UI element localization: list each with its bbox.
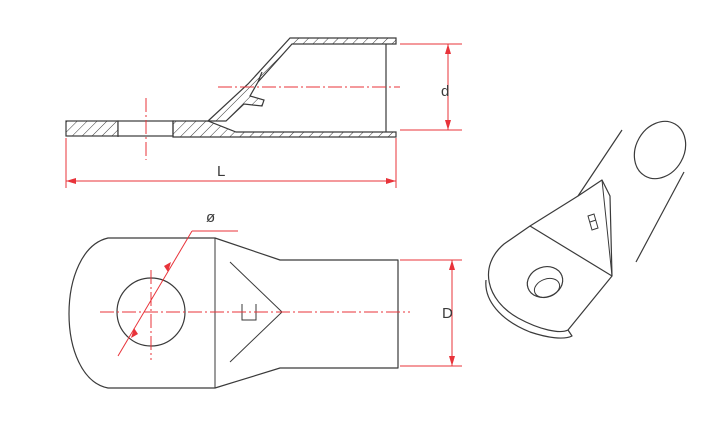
barrel-inner	[257, 44, 387, 132]
dimension-d: d	[400, 43, 462, 131]
palm-thickness	[485, 279, 573, 339]
dimension-hole-diameter: ø	[117, 209, 238, 357]
palm-hole-iso-inner	[533, 277, 561, 299]
hole-diameter-label: ø	[206, 209, 215, 226]
neck-edge	[601, 179, 613, 277]
section-view: d L	[65, 37, 462, 188]
barrel-end-ellipse	[633, 120, 687, 180]
neck-face	[529, 179, 613, 277]
palm-face	[488, 225, 613, 333]
dimension-L: L	[65, 138, 397, 188]
lug-outline	[68, 237, 399, 389]
barrel-bottom-wall	[172, 120, 397, 138]
barrel-top-wall	[206, 37, 397, 122]
isometric-view	[485, 120, 687, 339]
inspection-window-iso	[587, 213, 599, 231]
dimension-d-label: d	[441, 83, 449, 100]
dimension-D-label: D	[442, 305, 453, 322]
palm-section-left	[65, 120, 119, 137]
dimension-D: D	[400, 259, 462, 367]
top-view: ø D	[68, 209, 462, 389]
dimension-L-label: L	[217, 163, 225, 180]
palm-hole-iso	[526, 266, 564, 298]
barrel-body	[577, 129, 685, 263]
